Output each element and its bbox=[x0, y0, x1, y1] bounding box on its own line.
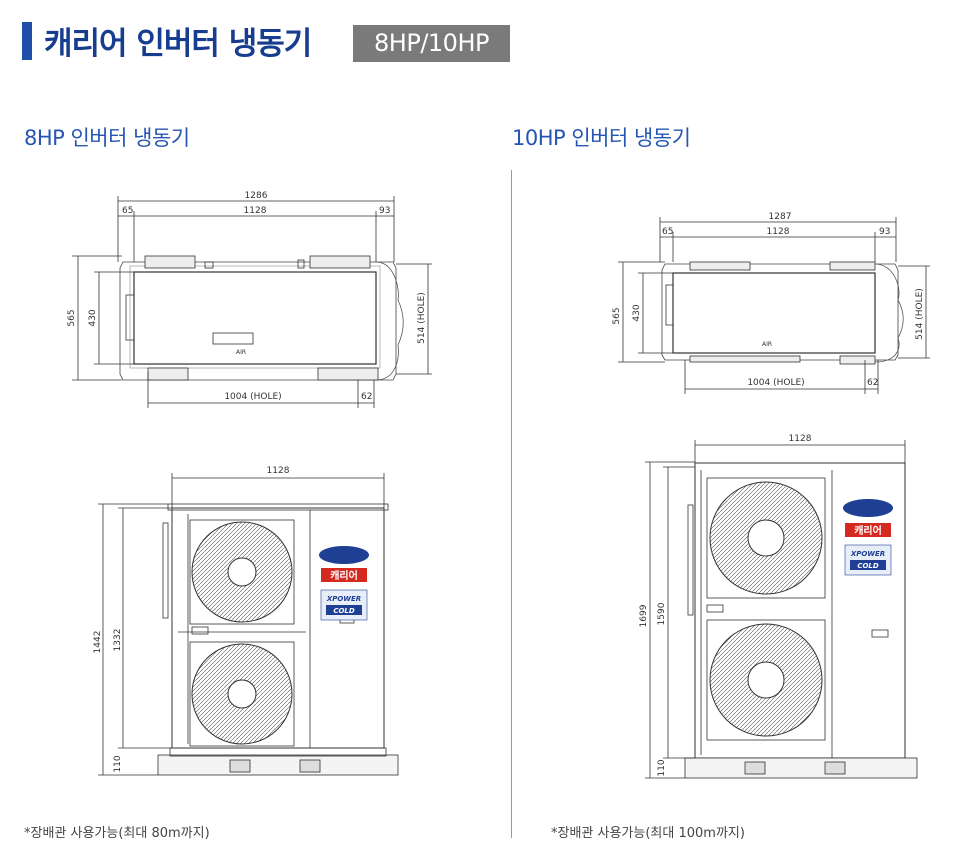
left-top-overall-dim: 1286 bbox=[245, 191, 268, 201]
column-divider bbox=[511, 170, 512, 838]
right-series-1: XPOWER bbox=[850, 550, 885, 558]
left-top-hole-off: 62 bbox=[361, 392, 372, 402]
left-brand-panel: 캐리어 XPOWER COLD bbox=[319, 546, 369, 621]
left-note: *장배관 사용가능(최대 80m까지) bbox=[24, 826, 210, 841]
left-front-width: 1128 bbox=[267, 466, 290, 476]
left-front-height-total: 1442 bbox=[93, 631, 103, 654]
left-top-hole-bottom: 1004 (HOLE) bbox=[224, 392, 281, 402]
right-fan-top bbox=[709, 481, 823, 595]
right-top-view bbox=[618, 217, 930, 394]
left-top-inner-dim: 1128 bbox=[244, 206, 267, 216]
right-front-height-body: 1590 bbox=[657, 602, 667, 625]
left-series-2: COLD bbox=[333, 607, 355, 615]
right-top-leftoff-dim: 65 bbox=[662, 227, 673, 237]
left-subtitle: 8HP 인버터 냉동기 bbox=[24, 126, 190, 150]
left-series-1: XPOWER bbox=[326, 595, 361, 603]
right-front-height-total: 1699 bbox=[639, 604, 649, 627]
page-title: 캐리어 인버터 냉동기 bbox=[44, 26, 312, 62]
left-brand-name: 캐리어 bbox=[330, 569, 358, 582]
left-fan-top bbox=[191, 521, 293, 623]
right-brand-name: 캐리어 bbox=[854, 524, 882, 537]
title-accent-bar bbox=[22, 22, 32, 60]
right-top-rightoff-dim: 93 bbox=[879, 227, 890, 237]
left-top-hole-side: 514 (HOLE) bbox=[417, 292, 427, 344]
left-top-leftoff-dim: 65 bbox=[122, 206, 133, 216]
left-top-air-label: AIR bbox=[236, 349, 246, 356]
right-top-hole-side: 514 (HOLE) bbox=[915, 288, 925, 340]
left-front-base: 110 bbox=[113, 755, 123, 772]
right-top-hole-bottom: 1004 (HOLE) bbox=[747, 378, 804, 388]
left-top-view bbox=[72, 196, 432, 408]
right-top-height-outer: 565 bbox=[612, 307, 622, 324]
left-fan-bottom bbox=[191, 643, 293, 745]
right-top-overall-dim: 1287 bbox=[769, 212, 792, 222]
left-front-height-body: 1332 bbox=[113, 629, 123, 652]
right-top-height-inner: 430 bbox=[632, 304, 642, 321]
right-fan-bottom bbox=[709, 623, 823, 737]
right-front-view bbox=[645, 440, 918, 779]
right-top-hole-off: 62 bbox=[867, 378, 878, 388]
right-series-2: COLD bbox=[857, 562, 879, 570]
right-top-air-label: AIR bbox=[762, 341, 772, 348]
right-brand-panel: 캐리어 XPOWER COLD bbox=[843, 499, 893, 576]
right-subtitle: 10HP 인버터 냉동기 bbox=[512, 126, 691, 150]
left-front-view bbox=[98, 473, 399, 776]
left-top-height-outer: 565 bbox=[67, 309, 77, 326]
model-badge: 8HP/10HP bbox=[353, 25, 510, 62]
right-front-base: 110 bbox=[657, 759, 667, 776]
right-front-width: 1128 bbox=[789, 434, 812, 444]
right-note: *장배관 사용가능(최대 100m까지) bbox=[551, 826, 745, 841]
right-top-inner-dim: 1128 bbox=[767, 227, 790, 237]
left-top-rightoff-dim: 93 bbox=[379, 206, 390, 216]
left-top-height-inner: 430 bbox=[88, 309, 98, 326]
